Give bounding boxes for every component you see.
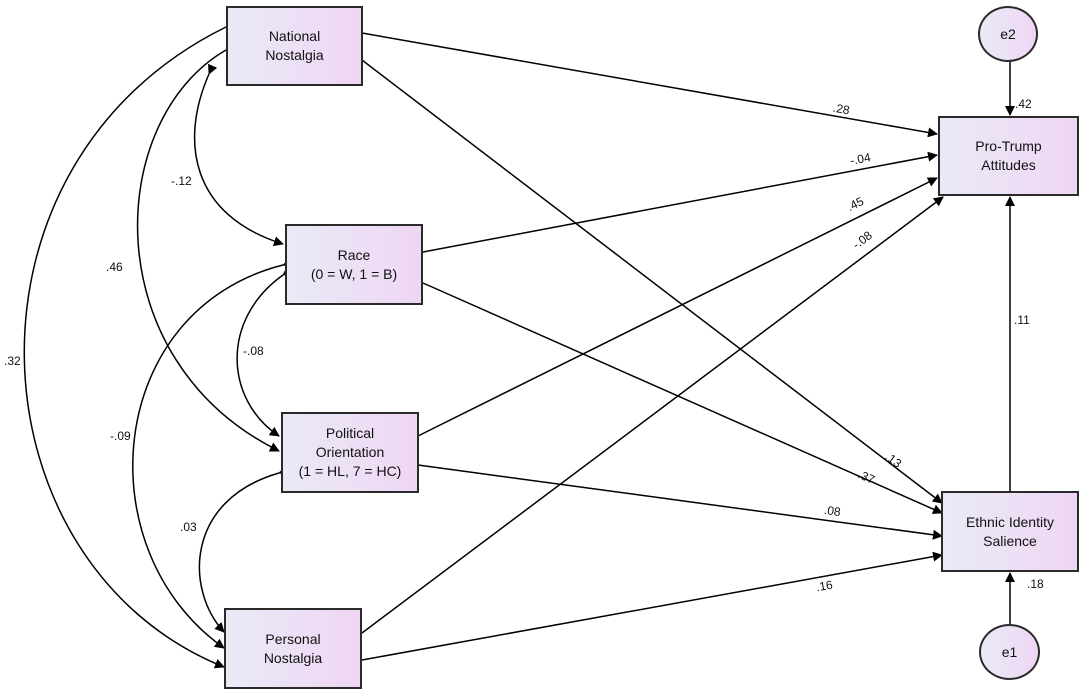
node-label-line: (1 = HL, 7 = HC) (298, 463, 402, 479)
node-pro-trump-attitudes: Pro-Trump Attitudes (938, 116, 1079, 196)
node-personal-nostalgia: Personal Nostalgia (224, 608, 362, 689)
path-personal-to-ethnic (361, 551, 943, 661)
error-label: e2 (1000, 26, 1016, 42)
cov-race-personal (132, 257, 293, 649)
path-national-to-protrump (361, 32, 938, 138)
cov-label-national-race: -.12 (171, 174, 192, 188)
node-label-line: National (268, 28, 321, 44)
error-label: e1 (1001, 644, 1018, 660)
node-label-line: Political (325, 425, 375, 441)
cov-national-race (193, 63, 284, 247)
cov-label-race-political: -.08 (243, 344, 264, 358)
path-national-to-ethnic (361, 59, 943, 504)
path-personal-to-protrump (361, 196, 944, 634)
path-political-to-ethnic (417, 464, 943, 540)
path-race-to-ethnic (422, 282, 943, 514)
node-race: Race (0 = W, 1 = B) (285, 224, 423, 305)
error-term-e2: e2 (978, 6, 1038, 62)
node-label-line: Orientation (315, 444, 385, 460)
node-label-line: Personal (265, 630, 321, 647)
coef-ethnic-to-protrump: .11 (1014, 313, 1030, 327)
node-national-nostalgia: National Nostalgia (226, 6, 363, 86)
coef-national-to-protrump: .28 (831, 100, 851, 118)
cov-national-political (136, 41, 280, 452)
node-label-line: Pro-Trump (975, 138, 1042, 154)
node-label-line: Salience (983, 532, 1037, 549)
node-label-line: Nostalgia (265, 47, 324, 63)
error-term-e1: e1 (979, 624, 1040, 680)
path-race-to-protrump (422, 151, 938, 253)
path-political-to-protrump (417, 177, 938, 437)
node-label-line: Ethnic Identity (966, 513, 1054, 530)
r2-protrump: .42 (1015, 97, 1032, 111)
node-label-line: (0 = W, 1 = B) (310, 265, 398, 282)
coef-race-to-protrump: -.04 (848, 150, 872, 168)
node-ethnic-identity-salience: Ethnic Identity Salience (941, 491, 1079, 572)
cov-label-political-personal: .03 (180, 520, 197, 534)
node-label-line: Race (337, 246, 371, 263)
cov-label-race-personal: -.09 (110, 429, 131, 443)
coef-political-to-ethnic: .08 (823, 502, 842, 520)
cov-political-personal (198, 465, 290, 633)
cov-label-national-personal: .32 (4, 354, 21, 368)
node-label-line: Nostalgia (263, 649, 323, 666)
r2-ethnic: .18 (1027, 577, 1044, 591)
cov-label-national-political: .46 (106, 260, 123, 274)
node-label-line: Attitudes (981, 157, 1036, 173)
cov-national-personal (23, 18, 237, 669)
coef-personal-to-ethnic: .16 (814, 577, 834, 595)
node-political-orientation: Political Orientation (1 = HL, 7 = HC) (281, 412, 419, 493)
